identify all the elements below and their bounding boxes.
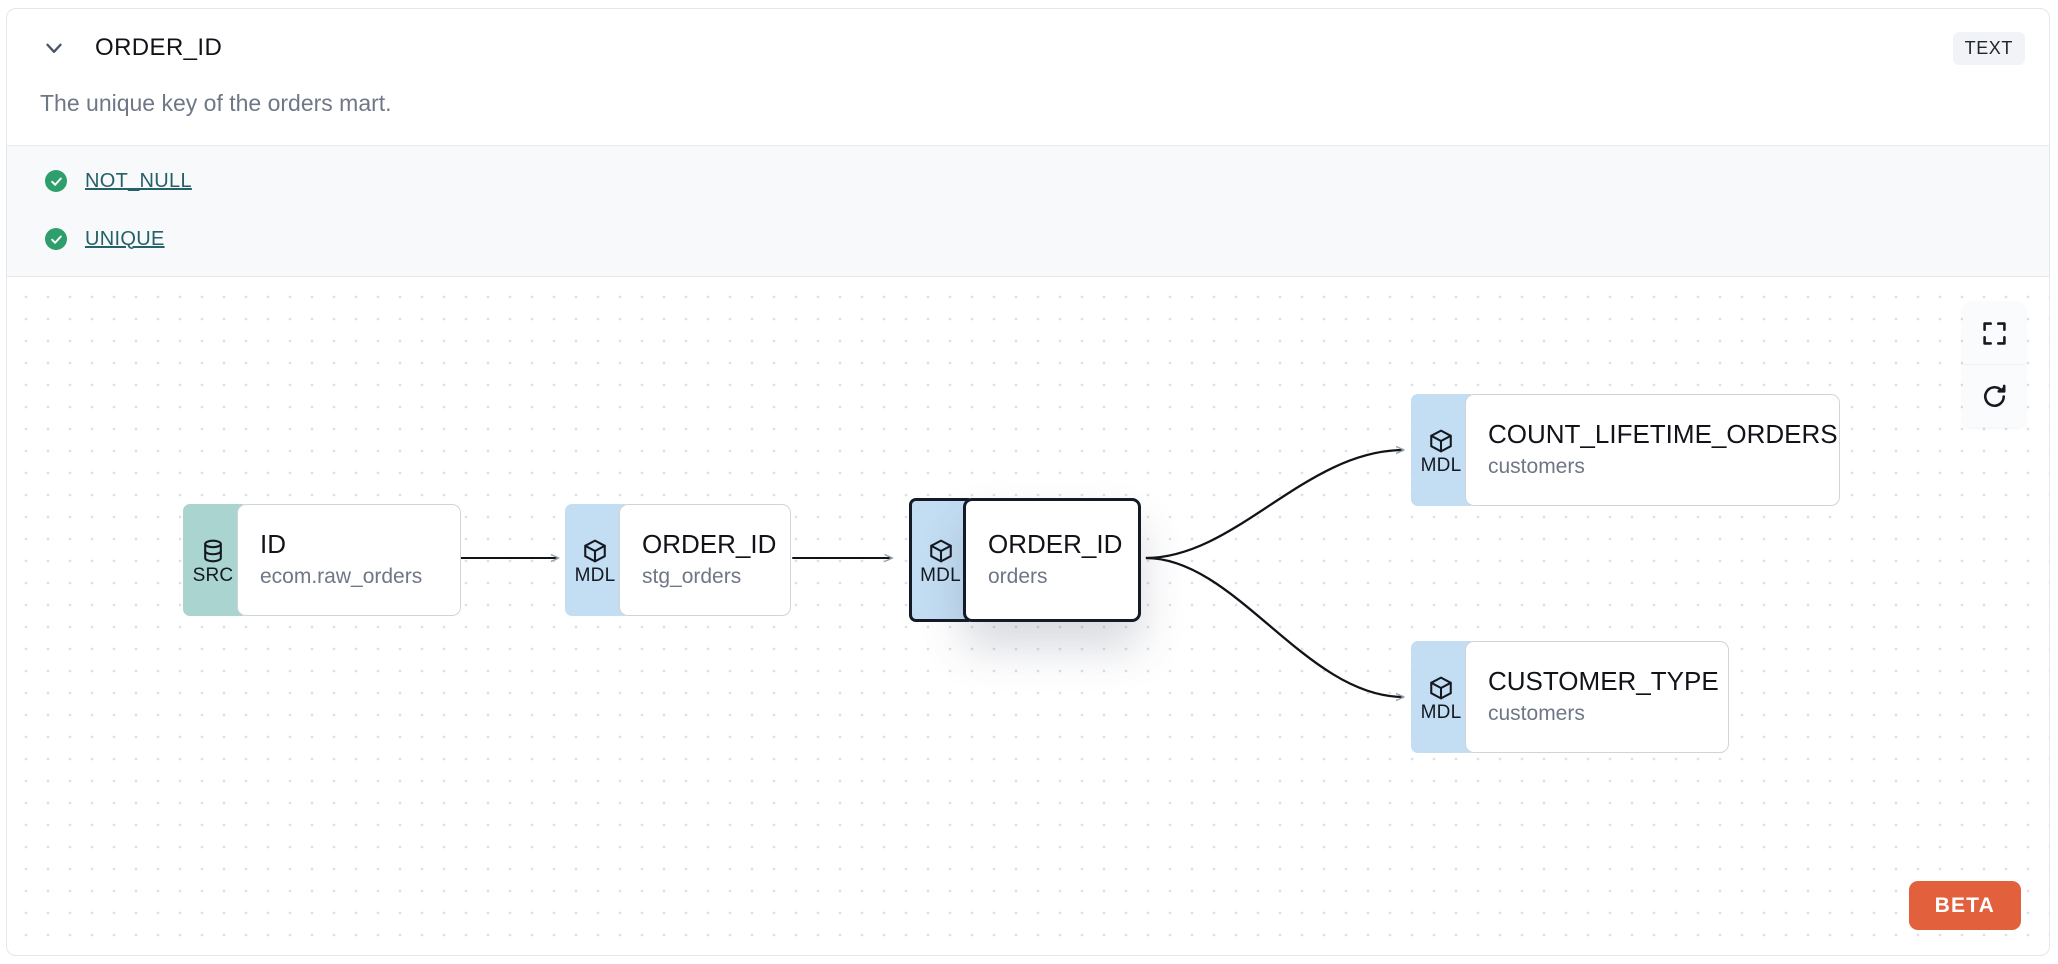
node-model-name: orders: [988, 565, 1048, 589]
node-kind-badge: MDL: [1411, 394, 1471, 506]
data-type-badge: TEXT: [1952, 31, 2025, 65]
node-kind-label: SRC: [192, 564, 234, 586]
node-column-name: COUNT_LIFETIME_ORDERS: [1488, 419, 1838, 450]
node-kind-label: MDL: [1420, 701, 1462, 723]
node-kind-badge: MDL: [909, 498, 969, 622]
node-column-name: CUSTOMER_TYPE: [1488, 666, 1719, 697]
node-kind-label: MDL: [920, 564, 961, 586]
fullscreen-button[interactable]: [1963, 302, 2025, 364]
canvas-controls: [1963, 302, 2025, 427]
node-body: ID ecom.raw_orders: [237, 504, 461, 616]
page-title: ORDER_ID: [95, 34, 223, 61]
node-body: CUSTOMER_TYPE customers: [1465, 641, 1729, 753]
test-link-not-null[interactable]: NOT_NULL: [85, 169, 192, 192]
node-kind-label: MDL: [1420, 454, 1462, 476]
node-body: ORDER_ID stg_orders: [619, 504, 791, 616]
lineage-node-count-lifetime-orders[interactable]: MDL COUNT_LIFETIME_ORDERS customers: [1411, 394, 1840, 506]
chevron-down-icon[interactable]: [37, 31, 71, 65]
node-column-name: ID: [260, 529, 286, 560]
edge-orders-to-count-lifetime-orders: [1145, 450, 1404, 560]
node-model-name: ecom.raw_orders: [260, 565, 423, 589]
test-row: NOT_NULL: [45, 162, 2049, 200]
tests-section: NOT_NULL UNIQUE: [7, 145, 2049, 277]
node-kind-badge: SRC: [183, 504, 243, 616]
cube-icon: [928, 538, 954, 564]
check-circle-icon: [45, 228, 67, 250]
card-header: ORDER_ID TEXT: [7, 9, 2049, 87]
lineage-node-orders-order-id[interactable]: MDL ORDER_ID orders: [909, 498, 1141, 622]
beta-badge[interactable]: BETA: [1908, 881, 2021, 930]
lineage-canvas[interactable]: SRC ID ecom.raw_orders: [7, 278, 2049, 955]
cube-icon: [1428, 675, 1454, 701]
node-model-name: customers: [1488, 702, 1585, 726]
cube-icon: [582, 538, 608, 564]
node-column-name: ORDER_ID: [642, 529, 777, 560]
edge-orders-to-customer-type: [1145, 556, 1404, 697]
column-detail-card: ORDER_ID TEXT The unique key of the orde…: [6, 8, 2050, 956]
refresh-button[interactable]: [1963, 364, 2025, 427]
test-row: UNIQUE: [45, 220, 2049, 258]
lineage-node-customer-type[interactable]: MDL CUSTOMER_TYPE customers: [1411, 641, 1729, 753]
fullscreen-icon: [1981, 320, 2008, 347]
check-circle-icon: [45, 170, 67, 192]
node-column-name: ORDER_ID: [988, 529, 1123, 560]
database-icon: [200, 538, 226, 564]
lineage-node-stg-order-id[interactable]: MDL ORDER_ID stg_orders: [565, 504, 791, 616]
refresh-icon: [1981, 383, 2008, 410]
cube-icon: [1428, 428, 1454, 454]
node-body: ORDER_ID orders: [963, 498, 1141, 622]
lineage-node-src-id[interactable]: SRC ID ecom.raw_orders: [183, 504, 461, 616]
node-body: COUNT_LIFETIME_ORDERS customers: [1465, 394, 1840, 506]
node-kind-label: MDL: [574, 564, 616, 586]
node-kind-badge: MDL: [1411, 641, 1471, 753]
node-kind-badge: MDL: [565, 504, 625, 616]
column-description: The unique key of the orders mart.: [40, 90, 392, 116]
node-model-name: customers: [1488, 455, 1585, 479]
test-link-unique[interactable]: UNIQUE: [85, 227, 165, 250]
node-model-name: stg_orders: [642, 565, 742, 589]
